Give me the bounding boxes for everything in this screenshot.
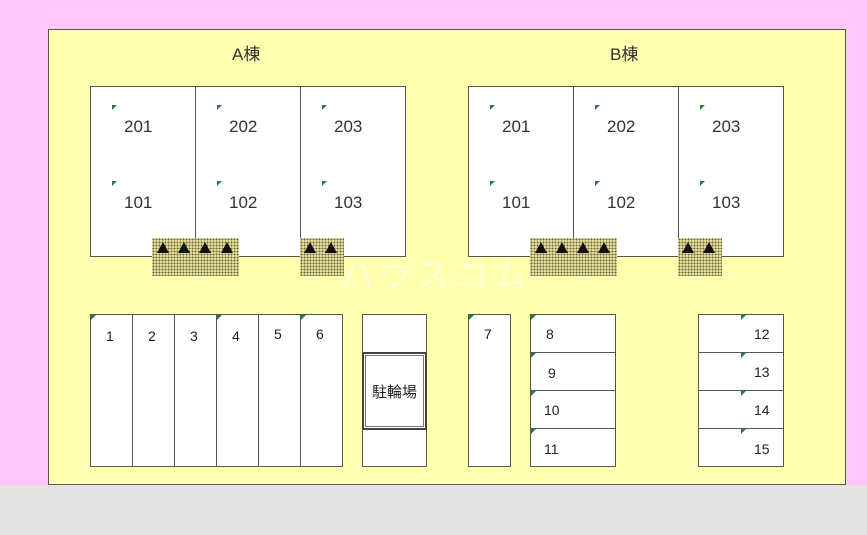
parking-space-13: 13: [698, 352, 784, 391]
stair-arrow-icon: [556, 242, 568, 253]
space-flag-icon: [741, 353, 746, 358]
stair-arrow-icon: [598, 242, 610, 253]
room-b-101: 101: [502, 193, 531, 212]
unit-column: [679, 87, 784, 256]
room-b-201: 201: [502, 117, 531, 136]
watermark: ハウスコム: [340, 257, 530, 295]
room-a-202: 202: [229, 117, 258, 136]
space-flag-icon: [741, 391, 746, 396]
room-b-203: 203: [712, 117, 741, 136]
unit-column: [301, 87, 406, 256]
room-a-203: 203: [334, 117, 363, 136]
parking-number: 2: [148, 328, 156, 344]
parking-space-11: 11: [530, 428, 616, 467]
unit-column: [91, 87, 196, 256]
parking-space-3: 3: [174, 314, 217, 467]
room-flag-icon: [700, 181, 705, 186]
stair-arrow-icon: [178, 242, 190, 253]
room-flag-icon: [112, 105, 117, 110]
parking-number: 4: [232, 328, 240, 344]
parking-number: 14: [754, 402, 770, 418]
unit-column: [196, 87, 301, 256]
stair-arrow-icon: [535, 242, 547, 253]
space-flag-icon: [91, 315, 96, 320]
parking-space-9: 9: [530, 352, 616, 391]
room-flag-icon: [322, 105, 327, 110]
space-flag-icon: [741, 315, 746, 320]
stair-arrow-icon: [304, 242, 316, 253]
room-flag-icon: [490, 181, 495, 186]
parking-space-4: 4: [216, 314, 259, 467]
building-b-title: B棟: [610, 45, 639, 64]
room-flag-icon: [217, 105, 222, 110]
parking-space-14: 14: [698, 390, 784, 429]
room-b-102: 102: [607, 193, 636, 212]
parking-number: 7: [484, 326, 492, 342]
room-a-102: 102: [229, 193, 258, 212]
room-a-103: 103: [334, 193, 363, 212]
parking-number: 6: [316, 326, 324, 342]
parking-number: 9: [548, 365, 556, 381]
room-b-103: 103: [712, 193, 741, 212]
parking-number: 12: [754, 326, 770, 342]
room-flag-icon: [595, 181, 600, 186]
room-flag-icon: [217, 181, 222, 186]
room-a-101: 101: [124, 193, 153, 212]
building-a-title: A棟: [232, 45, 261, 64]
bicycle-parking: 駐輪場: [362, 352, 427, 430]
space-flag-icon: [469, 315, 474, 320]
space-flag-icon: [301, 315, 306, 320]
parking-number: 13: [754, 364, 770, 380]
room-a-201: 201: [124, 117, 153, 136]
parking-space-7: 7: [468, 314, 511, 467]
parking-number: 5: [274, 326, 282, 342]
parking-space-10: 10: [530, 390, 616, 429]
unit-column: [574, 87, 679, 256]
space-flag-icon: [531, 391, 536, 396]
building-a: [90, 86, 406, 257]
room-b-202: 202: [607, 117, 636, 136]
parking-number: 15: [754, 441, 770, 457]
bicycle-parking-label: 駐輪場: [371, 384, 417, 401]
parking-number: 11: [544, 441, 559, 457]
space-flag-icon: [531, 315, 536, 320]
room-flag-icon: [112, 181, 117, 186]
parking-number: 3: [190, 328, 198, 344]
building-b: [468, 86, 784, 257]
parking-space-2: 2: [132, 314, 175, 467]
stair-arrow-icon: [703, 242, 715, 253]
space-flag-icon: [217, 315, 222, 320]
parking-number: 10: [544, 402, 560, 418]
parking-number: 1: [106, 328, 114, 344]
parking-space-15: 15: [698, 428, 784, 467]
stair-arrow-icon: [325, 242, 337, 253]
stair-arrow-icon: [199, 242, 211, 253]
stair-arrow-icon: [577, 242, 589, 253]
footer-band: [0, 485, 867, 535]
space-flag-icon: [531, 429, 536, 434]
unit-column: [469, 87, 574, 256]
parking-space-1: 1: [90, 314, 133, 467]
stair-arrow-icon: [221, 242, 233, 253]
parking-space-12: 12: [698, 314, 784, 353]
parking-space-5: 5: [258, 314, 301, 467]
room-flag-icon: [700, 105, 705, 110]
space-flag-icon: [531, 353, 536, 358]
parking-space-8: 8: [530, 314, 616, 353]
space-flag-icon: [741, 429, 746, 434]
room-flag-icon: [490, 105, 495, 110]
parking-space-6: 6: [300, 314, 343, 467]
parking-number: 8: [546, 326, 554, 342]
stair-arrow-icon: [157, 242, 169, 253]
stair-arrow-icon: [682, 242, 694, 253]
room-flag-icon: [595, 105, 600, 110]
room-flag-icon: [322, 181, 327, 186]
